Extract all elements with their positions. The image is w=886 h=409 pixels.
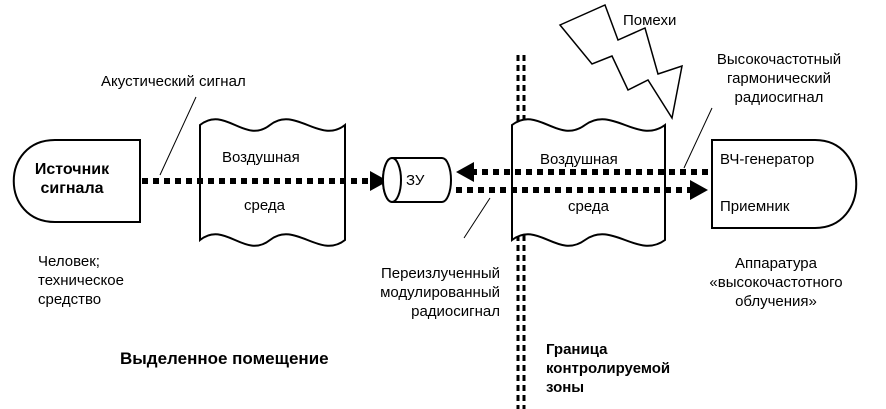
reradiated-label-line1: Переизлученный <box>380 265 500 282</box>
device-caption-line1: Аппаратура <box>734 255 817 272</box>
source-label-line1: Источник <box>34 161 110 178</box>
zone-boundary-label-line3: зоны <box>546 379 585 396</box>
zone-boundary-line <box>516 55 526 409</box>
device-generator-label: ВЧ-генератор <box>720 151 815 168</box>
device-shape <box>711 139 858 229</box>
reradiated-leader-line <box>463 197 491 239</box>
zu-cylinder <box>382 157 452 203</box>
reradiated-label-line3: радиосигнал <box>411 303 500 320</box>
reradiated-label-line2: модулированный <box>380 284 500 301</box>
device-caption-line2: «высокочастотного <box>709 274 843 291</box>
air-medium-left-line2: среда <box>244 197 285 214</box>
zu-label: ЗУ <box>406 172 425 189</box>
air-medium-right-line1: Воздушная <box>540 151 618 168</box>
air-medium-left-shape <box>199 118 346 247</box>
hf-signal-label-line3: радиосигнал <box>734 89 824 106</box>
zone-boundary-label: Граница контролируемой зоны <box>546 340 670 397</box>
air-medium-right-shape <box>511 118 666 247</box>
source-label: Источник сигнала <box>10 160 134 198</box>
zone-boundary-label-line1: Граница <box>546 341 608 358</box>
source-caption-line3: средство <box>38 291 102 308</box>
zone-boundary-label-line2: контролируемой <box>546 360 671 377</box>
hf-signal-leader-line <box>683 107 713 169</box>
source-label-line2: сигнала <box>40 180 104 197</box>
acoustic-signal-label: Акустический сигнал <box>101 73 246 90</box>
device-receiver-label: Приемник <box>720 198 790 215</box>
interference-label: Помехи <box>623 12 677 29</box>
air-medium-right-line2: среда <box>568 198 609 215</box>
acoustic-arrow <box>142 171 388 191</box>
source-caption-line2: техническое <box>38 272 124 289</box>
hf-signal-label-line2: гармонический <box>726 70 832 87</box>
hf-signal-label-line1: Высокочастотный <box>716 51 842 68</box>
source-caption: Человек; техническое средство <box>38 252 124 309</box>
hf-signal-arrow <box>456 180 708 200</box>
device-caption-line3: облучения» <box>735 293 817 310</box>
lightning-bolt-icon <box>558 3 683 121</box>
source-shape <box>12 139 141 223</box>
source-caption-line1: Человек; <box>38 253 100 270</box>
room-label: Выделенное помещение <box>120 349 329 368</box>
air-medium-left-line1: Воздушная <box>222 149 300 166</box>
hf-signal-label: Высокочастотный гармонический радиосигна… <box>690 50 868 107</box>
reradiated-label: Переизлученный модулированный радиосигна… <box>316 264 500 321</box>
reradiated-arrow <box>456 162 708 182</box>
acoustic-leader-line <box>159 96 197 176</box>
device-caption: Аппаратура «высокочастотного облучения» <box>672 254 880 311</box>
